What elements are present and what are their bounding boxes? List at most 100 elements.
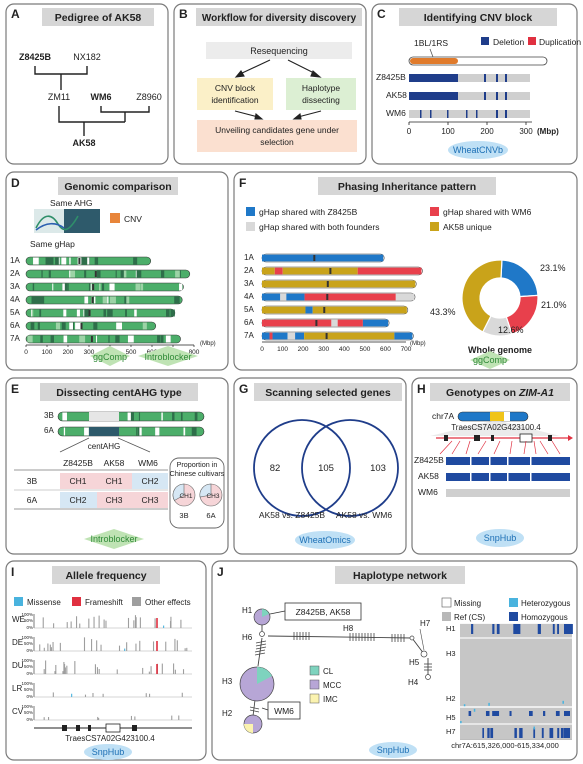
legend-frameshift: Frameshift (85, 598, 124, 607)
hm-homozygous-block (569, 624, 573, 634)
e-centahg-label: centAHG (88, 442, 120, 451)
whole-genome-donut (461, 259, 539, 337)
cnv-tick-0: 0 (407, 127, 412, 136)
cnv-track (409, 110, 530, 118)
label-h4: H4 (408, 678, 419, 687)
node-z8960: Z8960 (136, 92, 162, 102)
cnv-deletion-mark (484, 92, 486, 100)
f-tick-400: 400 (339, 346, 350, 353)
e-chrom-3b: 3B (44, 411, 54, 420)
i-ytick-bot: 0% (26, 717, 33, 722)
d-chromosome-segment (103, 296, 107, 304)
panel-letter-h: H (417, 382, 426, 396)
hm-homozygous-block (492, 711, 497, 716)
e-chromosome-segment (161, 412, 163, 421)
f-haplotype-segment (269, 332, 273, 340)
f-chrom-4a: 4A (244, 292, 254, 301)
f-haplotype-segment (262, 267, 275, 275)
d-chromosome-segment (96, 335, 98, 343)
d-chromosome-segment (124, 296, 127, 304)
i-row-lr: LR (12, 684, 22, 693)
e-pie2-label: 6A (206, 511, 215, 520)
d-axis-unit: (Mbp) (200, 341, 216, 347)
d-chromosome-segment (84, 296, 89, 304)
venn-label-right: AK58 vs. WM6 (336, 510, 392, 520)
d-chromosome-segment (27, 335, 33, 343)
pedigree-lines (34, 66, 150, 136)
hm-homozygous-block (514, 728, 517, 738)
d-chromosome-segment (126, 296, 130, 304)
d-chromosome-segment (34, 296, 38, 304)
cnv-track (409, 92, 530, 100)
tool-wheatcnvb: WheatCNVb (453, 145, 503, 155)
d-centromere (80, 323, 83, 329)
e-prop-line1: Proportion in (177, 460, 218, 469)
tool-wheatomics: WheatOmics (299, 535, 351, 545)
venn-mid-count: 105 (318, 463, 334, 474)
d-chromosome-segment (179, 283, 183, 291)
h-genotype-gap (507, 457, 509, 465)
hm-homozygous-block (543, 711, 546, 716)
d-chromosome-segment (55, 322, 61, 330)
h-genotype-gap (470, 473, 472, 481)
panel-c: C Identifying CNV block 1BL/1RS Deletion… (371, 3, 581, 165)
e-chromosome-segment (137, 427, 140, 436)
d-chrom-5a: 5A (10, 308, 20, 317)
panel-h-title-prefix: Genotypes on (446, 387, 519, 399)
cnv-deletion-mark (476, 110, 478, 118)
node-nx182: NX182 (73, 52, 101, 62)
d-chromosome-segment (63, 309, 67, 317)
f-haplotype-segment (262, 280, 416, 288)
group-cl: CL (323, 667, 334, 676)
e-chromosome-segment (84, 427, 89, 436)
hm-homozygous-block (482, 728, 485, 738)
e-chromosome-segment (127, 412, 133, 421)
d-chromosome-segment (88, 283, 91, 291)
f-centromere (326, 294, 329, 300)
hm-homozygous-block (519, 728, 523, 738)
e-col-ak58: AK58 (104, 458, 125, 468)
d-chromosome-segment (94, 296, 96, 304)
callout-z8425b-ak58: Z8425B, AK58 (296, 607, 351, 617)
hm-homozygous-block (492, 624, 495, 634)
hm-homozygous-block (487, 728, 490, 738)
cnv-deletion-mark (496, 92, 498, 100)
d-centromere (94, 271, 97, 277)
legend-shared-z8425b: gHap shared with Z8425B (259, 207, 358, 217)
cnv-deletion-mark (420, 110, 422, 118)
f-haplotype-segment (286, 293, 305, 301)
e-chromosome-segment (172, 412, 175, 421)
d-chromosome-segment (30, 322, 35, 330)
d-chromosome-segment (165, 335, 171, 343)
hm-coordinate: chr7A:615,326,000-615,334,000 (451, 741, 559, 750)
d-chrom-7a: 7A (10, 334, 20, 343)
panel-a-title: Pedigree of AK58 (55, 12, 142, 24)
d-chromosome-segment (142, 322, 147, 330)
d-chromosome-segment (37, 322, 40, 330)
h-genotype-gap (489, 457, 491, 465)
d-chromosome-segment (166, 309, 170, 317)
h-row-z8425b: Z8425B (414, 455, 444, 465)
hm-homozygous-block (557, 624, 560, 634)
panel-h-title-gene: ZIM-A1 (518, 387, 554, 399)
e-chromosome-segment (62, 412, 67, 421)
panel-j-title: Haplotype network (353, 570, 447, 582)
e-pie1-label: 3B (179, 511, 188, 520)
mutation-hatches (249, 632, 432, 713)
i-y-ticks: 100%50%0%100%50%0%100%50%0%100%50%0%100%… (21, 612, 33, 722)
panel-d: D Genomic comparison Same AHG CNV Same g… (5, 171, 229, 371)
e-col-z8425b: Z8425B (63, 458, 93, 468)
panel-letter-g: G (239, 382, 248, 396)
e-chromosome-segment (194, 412, 198, 421)
d-chromosome-segment (79, 335, 86, 343)
e-chromosome-segment (138, 412, 141, 421)
hm-homozygous-block (485, 711, 490, 716)
i-row-cv: CV (12, 707, 24, 716)
d-chromosome-segment (62, 283, 68, 291)
cnv-deletion-mark (505, 92, 507, 100)
d-chromosome-bar (25, 282, 184, 292)
tool-introblocker-e: Introblocker (90, 534, 137, 544)
d-chromosome-segment (157, 335, 161, 343)
f-tick-300: 300 (318, 346, 329, 353)
d-chromosome-segment (41, 270, 43, 278)
